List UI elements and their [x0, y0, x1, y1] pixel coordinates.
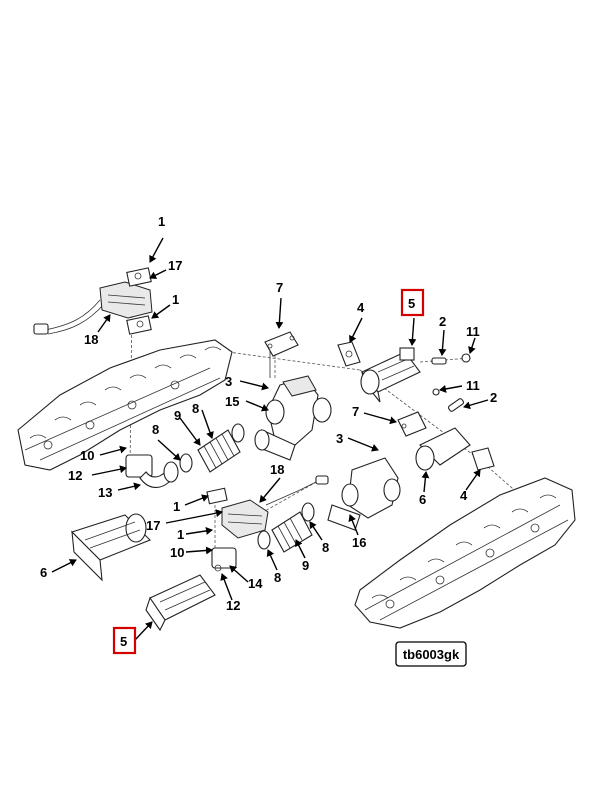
egr-actuator-lower	[206, 475, 329, 539]
callout-label: 1	[158, 214, 165, 229]
callout-label: 9	[174, 408, 181, 423]
callout-label: 5	[408, 296, 415, 311]
egr-valve-right	[415, 427, 495, 471]
cylinder-head-lower	[354, 477, 576, 629]
dowel-pins	[431, 353, 471, 412]
callout-label: 3	[336, 431, 343, 446]
leader-arrows	[51, 237, 489, 641]
bellows-upper	[179, 423, 245, 473]
egr-mixer-center	[254, 345, 332, 461]
callout-labels: 1 17 1 18 7 4 5 2 11 3 15 9 8 8 10 12 13…	[40, 214, 497, 649]
callout-label: 10	[80, 448, 94, 463]
egr-valve-lower	[211, 547, 237, 572]
egr-mixer-lower	[327, 457, 401, 531]
gasket-lower	[397, 411, 427, 437]
callout-label: 6	[40, 565, 47, 580]
callout-label: 18	[270, 462, 284, 477]
callout-label: 17	[168, 258, 182, 273]
callout-label: 1	[177, 527, 184, 542]
callout-label: 2	[439, 314, 446, 329]
egr-cooler-left	[70, 513, 151, 582]
cylinder-head-upper	[17, 339, 233, 471]
egr-cooler-upper-right	[360, 347, 421, 403]
callout-label: 7	[352, 404, 359, 419]
bellows-lower	[257, 502, 315, 553]
callout-label: 5	[120, 634, 127, 649]
callout-label: 2	[490, 390, 497, 405]
egr-valve-left	[125, 454, 179, 488]
callout-label: 15	[225, 394, 239, 409]
callout-label: 8	[192, 401, 199, 416]
highlight-box-lower	[112, 626, 137, 655]
callout-label: 8	[152, 422, 159, 437]
callout-label: 6	[419, 492, 426, 507]
callout-label: 9	[302, 558, 309, 573]
gasket-upper	[264, 331, 299, 357]
callout-label: 16	[352, 535, 366, 550]
callout-label: 10	[170, 545, 184, 560]
callout-label: 1	[172, 292, 179, 307]
callout-label: 18	[84, 332, 98, 347]
callout-label: 12	[68, 468, 82, 483]
callout-label: 7	[276, 280, 283, 295]
gasket-4-upper	[337, 341, 361, 367]
callout-label: 11	[466, 324, 480, 339]
callout-label: 11	[466, 378, 480, 393]
callout-label: 14	[248, 576, 263, 591]
callout-label: 4	[357, 300, 365, 315]
callout-label: 3	[225, 374, 232, 389]
egr-actuator-upper	[33, 267, 153, 335]
reference-code: tb6003gk	[403, 647, 460, 662]
callout-label: 1	[173, 499, 180, 514]
callout-label: 8	[274, 570, 281, 585]
callout-label: 12	[226, 598, 240, 613]
callout-label: 17	[146, 518, 160, 533]
egr-cooler-lower-left	[145, 574, 216, 632]
highlight-box-upper	[400, 288, 425, 317]
callout-label: 4	[460, 488, 468, 503]
reference-code-box: tb6003gk	[395, 641, 467, 667]
callout-label: 8	[322, 540, 329, 555]
callout-label: 13	[98, 485, 112, 500]
